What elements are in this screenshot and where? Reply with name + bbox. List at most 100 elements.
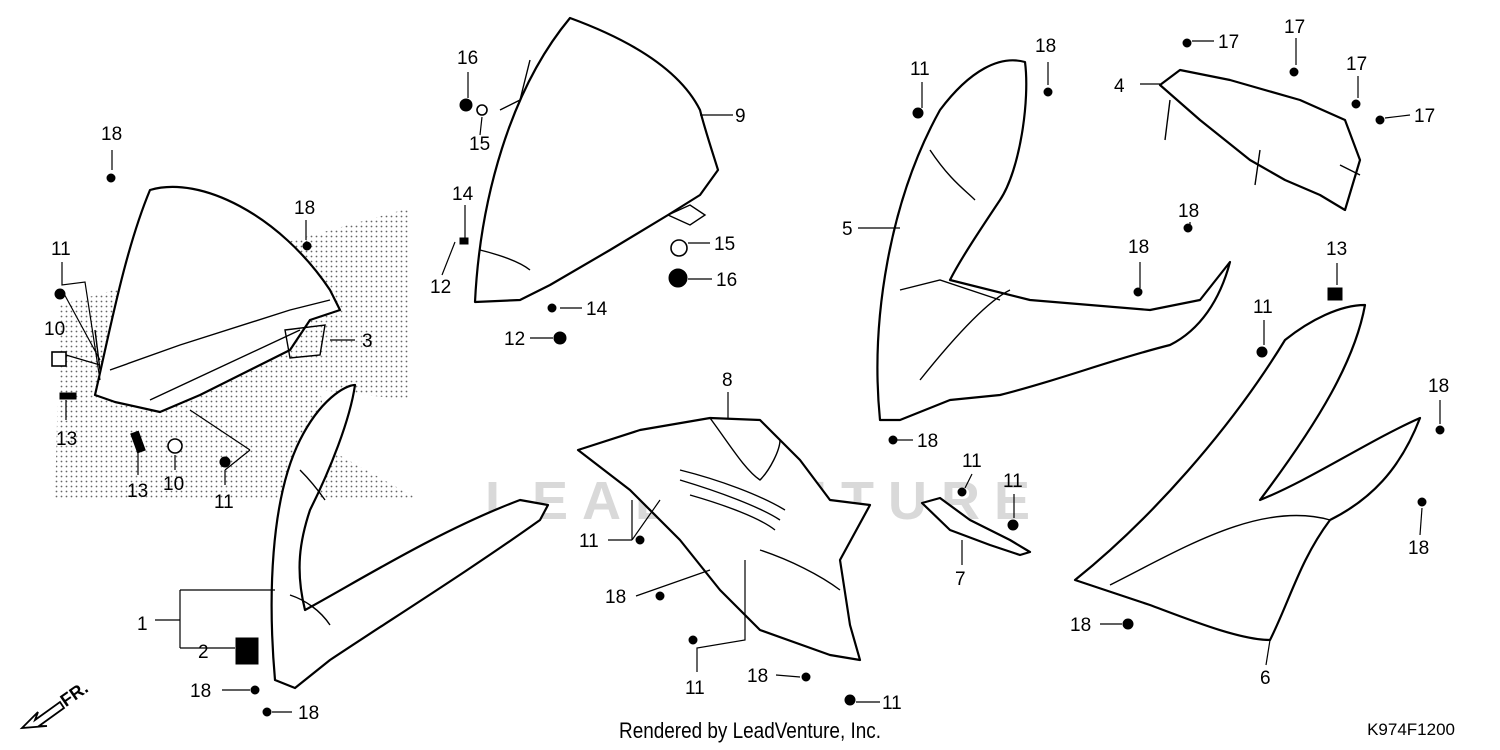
- callout-11: 11: [51, 239, 71, 260]
- callout-17: 17: [1414, 106, 1435, 127]
- callout-10: 10: [163, 474, 184, 495]
- callout-18: 18: [1035, 36, 1056, 57]
- screw-12-icon: [459, 237, 469, 245]
- screw-17-icon: [1289, 67, 1299, 77]
- callout-6: 6: [1260, 668, 1271, 689]
- screw-18-icon: [1417, 497, 1427, 507]
- rendered-by-caption: Rendered by LeadVenture, Inc.: [619, 718, 881, 743]
- screw-12-icon: [553, 331, 567, 345]
- callout-18: 18: [605, 587, 626, 608]
- callout-12: 12: [430, 277, 451, 298]
- callout-18: 18: [1070, 615, 1091, 636]
- spring-13-icon: [130, 430, 146, 454]
- screw-18-icon: [250, 685, 260, 695]
- callout-numbers: 1 2 3 4 5 6 7 8 9 10 10 11 11 11 11 11 1…: [44, 17, 1449, 724]
- callout-18: 18: [101, 124, 122, 145]
- screw-11-icon: [912, 107, 924, 119]
- callout-2: 2: [198, 642, 209, 663]
- screw-11-icon: [688, 635, 698, 645]
- callout-9: 9: [735, 106, 746, 127]
- screw-18-icon: [1133, 287, 1143, 297]
- screw-17-icon: [1351, 99, 1361, 109]
- callout-15: 15: [469, 134, 490, 155]
- callout-16: 16: [457, 48, 478, 69]
- callout-11: 11: [882, 693, 902, 714]
- callout-3: 3: [362, 331, 373, 352]
- callout-13: 13: [127, 481, 148, 502]
- callout-17: 17: [1346, 54, 1367, 75]
- clip-13-icon: [1327, 287, 1343, 301]
- callout-18: 18: [1428, 376, 1449, 397]
- front-direction-arrow-icon: [19, 700, 66, 730]
- screw-18-icon: [655, 591, 665, 601]
- screw-18-icon: [801, 672, 811, 682]
- screw-11-icon: [219, 456, 231, 468]
- screw-17-icon: [1182, 38, 1192, 48]
- emblem-2-icon: [235, 637, 259, 665]
- callout-18: 18: [747, 666, 768, 687]
- part-8-inner-cover: [576, 416, 872, 706]
- callout-13: 13: [56, 429, 77, 450]
- part-7-bracket: [920, 487, 1032, 557]
- part-4-stay: [1158, 38, 1385, 212]
- washer-15-icon: [670, 239, 688, 257]
- part-1-front-cover: [235, 383, 550, 717]
- callout-18: 18: [1408, 538, 1429, 559]
- callout-18: 18: [1178, 201, 1199, 222]
- callout-1: 1: [137, 614, 148, 635]
- diagram-code: K974F1200: [1367, 720, 1455, 739]
- callout-11: 11: [579, 531, 599, 552]
- screw-18-icon: [1183, 223, 1193, 233]
- callout-18: 18: [1128, 237, 1149, 258]
- callout-10: 10: [44, 319, 65, 340]
- screw-18-icon: [302, 241, 312, 251]
- nut-16-icon: [459, 98, 473, 112]
- callout-11: 11: [1253, 297, 1273, 318]
- screw-11-icon: [1007, 519, 1019, 531]
- callout-11: 11: [214, 492, 234, 513]
- screw-11-icon: [1256, 346, 1268, 358]
- screw-11-icon: [844, 694, 856, 706]
- callout-7: 7: [955, 569, 966, 590]
- part-5-upper-front-cover: [876, 59, 1232, 445]
- screw-18-icon: [1122, 618, 1134, 630]
- callout-17: 17: [1284, 17, 1305, 38]
- callout-14: 14: [586, 299, 608, 320]
- callout-15: 15: [714, 234, 735, 255]
- washer-15-icon: [476, 104, 488, 116]
- callout-11: 11: [1003, 471, 1023, 492]
- callout-5: 5: [842, 219, 853, 240]
- part-9-windscreen: [459, 16, 720, 345]
- leader-lines: [61, 38, 1441, 713]
- screw-11-icon: [635, 535, 645, 545]
- nut-16-icon: [668, 268, 688, 288]
- callout-18: 18: [298, 703, 319, 724]
- screw-18-icon: [1043, 87, 1053, 97]
- callout-11: 11: [962, 451, 982, 472]
- callout-14: 14: [452, 184, 474, 205]
- screw-17-icon: [1375, 115, 1385, 125]
- part-3-windscreen-bracket: [51, 173, 342, 468]
- screw-18-icon: [106, 173, 116, 183]
- callout-16: 16: [716, 270, 737, 291]
- callout-17: 17: [1218, 32, 1239, 53]
- screw-18-icon: [262, 707, 272, 717]
- callout-8: 8: [722, 370, 733, 391]
- callout-4: 4: [1114, 76, 1125, 97]
- grommet-10-icon: [167, 438, 183, 454]
- callout-11: 11: [685, 678, 705, 699]
- part-6-side-cover: [1073, 287, 1445, 642]
- washer-14-icon: [547, 303, 557, 313]
- callout-11: 11: [910, 59, 930, 80]
- screw-18-icon: [888, 435, 898, 445]
- clip-13-icon: [59, 392, 77, 400]
- callout-18: 18: [190, 681, 211, 702]
- screw-11-icon: [957, 487, 967, 497]
- screw-18-icon: [1435, 425, 1445, 435]
- callout-13: 13: [1326, 239, 1347, 260]
- callout-18: 18: [294, 198, 315, 219]
- clip-10-icon: [51, 351, 67, 367]
- callout-18: 18: [917, 431, 938, 452]
- callout-12: 12: [504, 329, 525, 350]
